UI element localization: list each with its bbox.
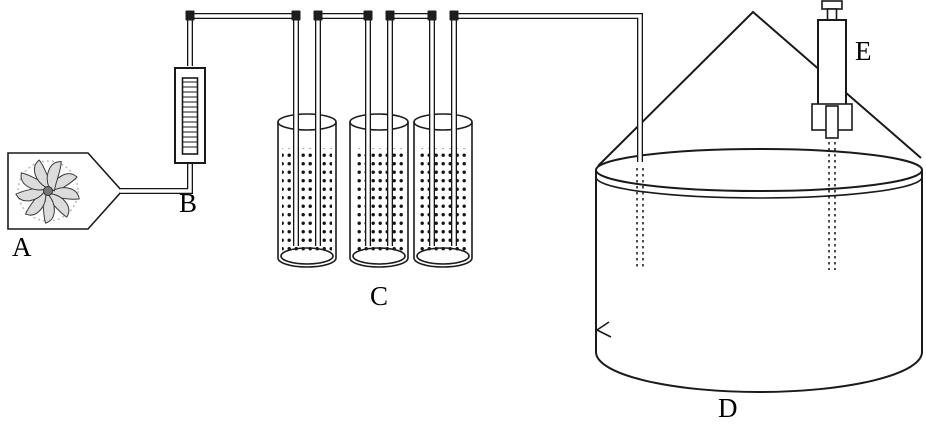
gas-washing-bottle-2 [349, 113, 409, 268]
plunger-cap [821, 0, 843, 10]
fitting-cap [291, 10, 301, 21]
fitting-cap [449, 10, 459, 21]
flowmeter-scale [183, 81, 197, 148]
packing-dots [282, 148, 332, 252]
flowmeter [174, 67, 206, 164]
packing-dots [354, 148, 404, 252]
fan-unit [7, 152, 124, 230]
tube-bottle2-to-bottle3 [387, 13, 435, 246]
label-fan: A [12, 232, 32, 262]
fitting-cap [185, 10, 195, 21]
chamber-bottom [595, 351, 923, 393]
tubing [120, 13, 643, 246]
bottle-mouth [349, 113, 409, 131]
fitting-cap [427, 10, 437, 21]
syringe-tip [825, 105, 839, 139]
packing-dots [418, 148, 468, 252]
fitting-cap [313, 10, 323, 21]
label-bottles: C [370, 281, 388, 311]
syringe-barrel [817, 19, 847, 107]
fan-hub [43, 186, 53, 196]
gas-washing-bottle-1 [277, 113, 337, 268]
syringe-sampler [811, 0, 853, 139]
label-flowmeter: B [179, 188, 197, 218]
gas-washing-bottle-3 [413, 113, 473, 268]
label-syringe: E [855, 36, 872, 66]
frit-disc [352, 247, 406, 265]
wall-mark [595, 321, 612, 338]
inlet-probe-dashed [636, 168, 644, 270]
chamber-rim [595, 148, 923, 192]
chamber-rim-lip [595, 176, 923, 199]
chamber [595, 10, 923, 393]
frit-disc [280, 247, 334, 265]
chamber-cone-lid [597, 10, 922, 167]
flowmeter-glass [181, 77, 199, 155]
labels: A B C D E [12, 36, 872, 423]
tube-flowmeter-to-bottle1 [187, 13, 299, 246]
fitting-cap [385, 10, 395, 21]
frit-disc [416, 247, 470, 265]
bottle-mouth [277, 113, 337, 131]
fitting-cap [363, 10, 373, 21]
bottle-mouth [413, 113, 473, 131]
fan-rim [17, 160, 79, 222]
tube-bottle3-to-chamber [451, 13, 643, 246]
fan-impeller-icon [14, 158, 82, 226]
label-chamber: D [718, 393, 738, 423]
tube-fan-to-flowmeter [120, 161, 193, 194]
sampler-probe-dashed [828, 142, 836, 270]
tube-fittings [185, 10, 459, 21]
tube-bottle1-to-bottle2 [315, 13, 371, 246]
